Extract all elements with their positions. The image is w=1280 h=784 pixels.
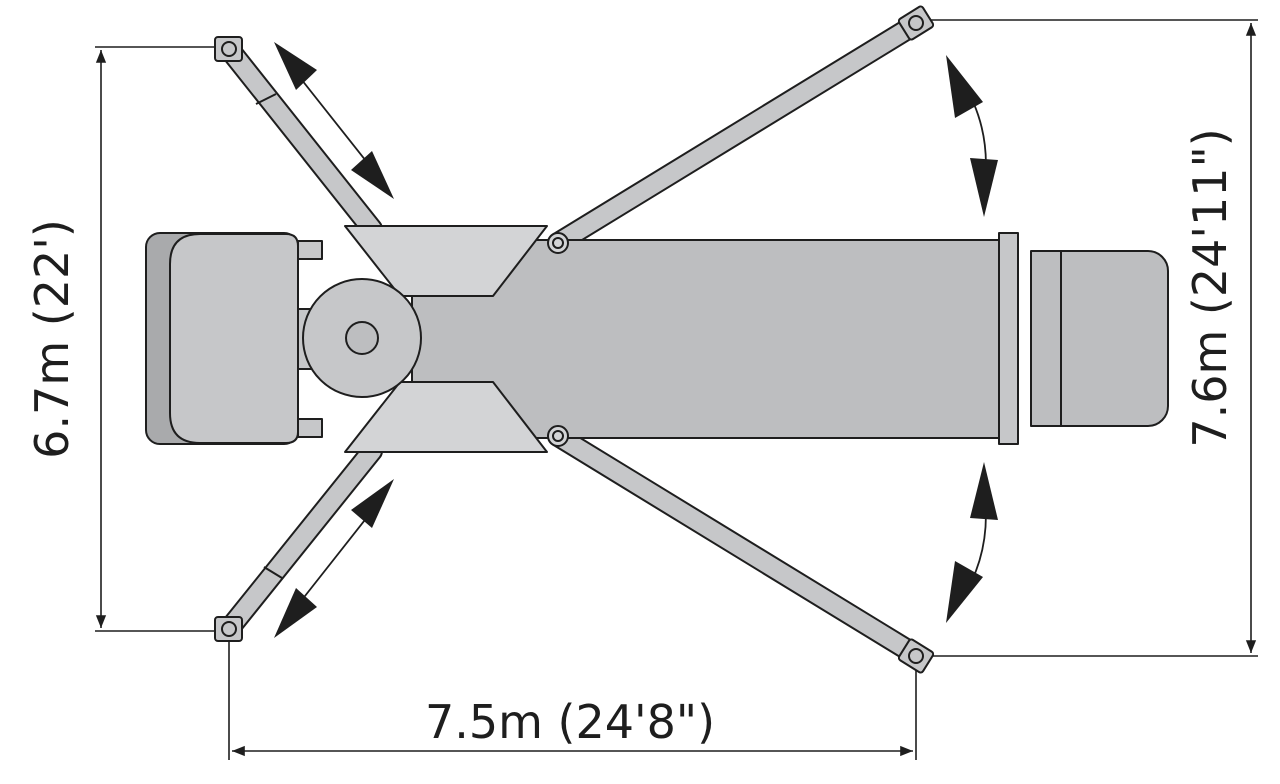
end-plate bbox=[998, 232, 1019, 445]
right-depth-dimension-label: 7.6m (24'11") bbox=[1183, 128, 1237, 447]
pivot-pins bbox=[547, 232, 569, 447]
lower-outrigger-box bbox=[344, 381, 548, 453]
machine-body bbox=[145, 225, 1169, 453]
lower-left-extension-arrow bbox=[274, 479, 394, 638]
left-depth-dimension-label: 6.7m (22') bbox=[25, 219, 79, 459]
dimension-lines bbox=[95, 19, 1258, 760]
lower-right-swing-arrow bbox=[946, 462, 998, 623]
motion-arrows bbox=[274, 42, 998, 638]
upper-right-swing-arrow bbox=[946, 55, 998, 217]
upper-left-extension-arrow bbox=[274, 42, 394, 199]
foot-pads bbox=[214, 5, 935, 674]
turntable-pivot bbox=[345, 321, 379, 355]
outrigger-legs bbox=[218, 13, 927, 666]
upper-outrigger-box bbox=[344, 225, 548, 297]
width-dimension-label: 7.5m (24'8") bbox=[425, 695, 715, 749]
